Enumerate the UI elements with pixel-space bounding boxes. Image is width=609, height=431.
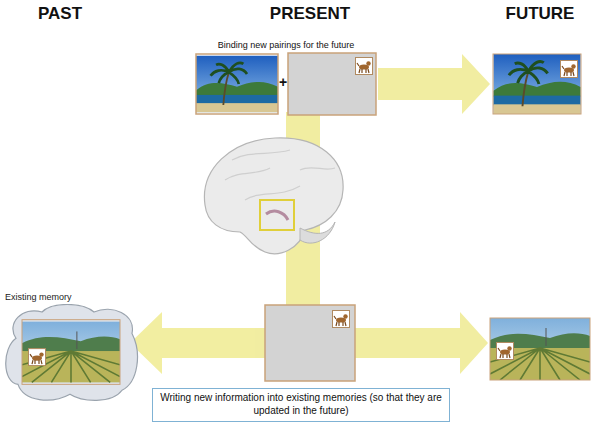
future-vineyard-photo xyxy=(490,318,590,380)
column-heading: PAST xyxy=(10,4,110,24)
beach-photo xyxy=(196,54,278,114)
column-heading: FUTURE xyxy=(490,4,590,24)
column-heading: PRESENT xyxy=(250,4,370,24)
caption-text: Writing new information into existing me… xyxy=(159,392,443,417)
item-box xyxy=(288,53,376,115)
caption-box: Writing new information into existing me… xyxy=(152,388,450,422)
arrow-to-future-bottom xyxy=(355,312,488,374)
cloud-shape xyxy=(2,304,140,402)
brain xyxy=(204,138,343,254)
cloud-outline xyxy=(6,305,138,401)
plus-sign: + xyxy=(276,74,290,90)
future-beach-photo xyxy=(493,54,581,114)
caption-label: Binding new pairings for the future xyxy=(186,40,386,50)
memory-label: Existing memory xyxy=(2,292,140,302)
memory-cloud: Existing memory xyxy=(2,292,140,402)
arrow-to-future-top xyxy=(378,54,490,114)
arrow-to-past xyxy=(130,312,265,374)
item-box xyxy=(265,305,355,381)
